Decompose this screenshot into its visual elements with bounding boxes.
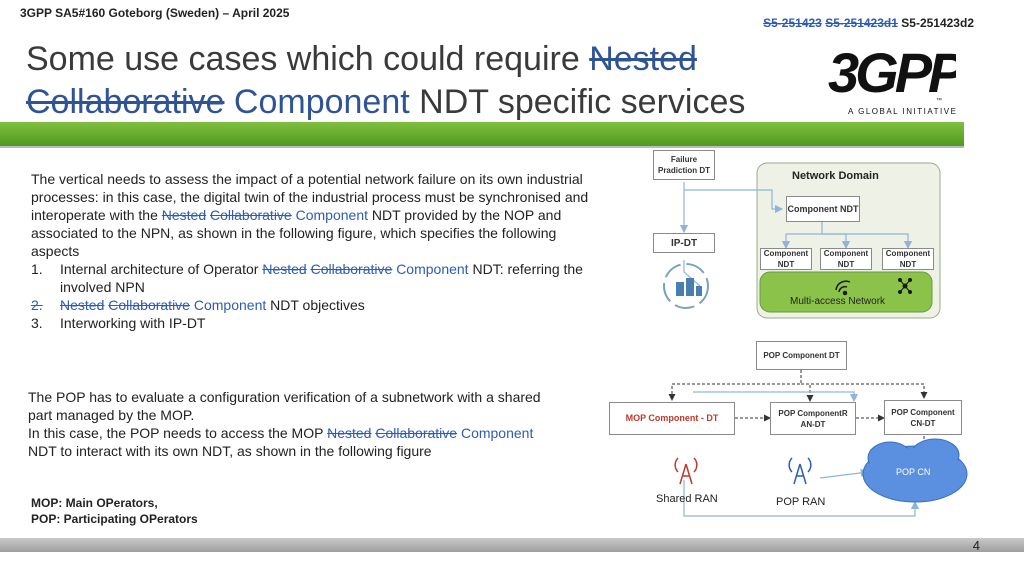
slide-title: Some use cases which could require Neste…	[26, 40, 746, 121]
pop-cn-label: POP CN	[896, 467, 931, 477]
shared-ran-label: Shared RAN	[656, 493, 718, 505]
component-ndt-1: Component NDT	[760, 248, 812, 270]
document-ids: S5-251423 S5-251423d1 S5-251423d2	[763, 16, 974, 30]
mop-component-dt-box: MOP Component - DT	[609, 402, 735, 435]
footer-bar	[0, 538, 1024, 552]
network-domain-label: Network Domain	[792, 170, 879, 182]
list-item: 2.Nested Collaborative Component NDT obj…	[31, 297, 365, 313]
failure-prediction-dt-box: Failure Pradiction DT	[653, 150, 715, 180]
list-item: 3.Interworking with IP-DT	[31, 315, 206, 331]
use-case-1-text: The vertical needs to assess the impact …	[31, 170, 601, 332]
pop-cn-cloud	[862, 438, 968, 503]
pop-component-cn-dt-box: POP Component CN-DT	[884, 400, 962, 435]
abbreviations-note: MOP: Main OPerators, POP: Participating …	[31, 496, 198, 526]
network-nodes-icon	[898, 278, 912, 294]
use-case-2-text: The POP has to evaluate a configuration …	[28, 389, 541, 459]
3gpp-logo: 3GPP A GLOBAL INITIATIVE ™	[826, 34, 970, 124]
3gpp-logo-icon: 3GPP A GLOBAL INITIATIVE ™	[828, 41, 970, 116]
shared-ran-antenna-icon	[674, 457, 698, 485]
pop-ran-label: POP RAN	[776, 496, 826, 508]
component-ndt-3: Component NDT	[882, 248, 934, 270]
doc-id-current: S5-251423d2	[901, 16, 974, 30]
doc-id-old-2: S5-251423d1	[825, 16, 898, 30]
title-underline-bar	[0, 122, 964, 148]
logo-tagline: A GLOBAL INITIATIVE	[848, 107, 956, 116]
pop-ran-antenna-icon	[788, 457, 812, 485]
pop-component-ran-dt-box: POP ComponentR AN-DT	[770, 402, 856, 435]
wireless-icon	[835, 280, 851, 296]
component-ndt-2: Component NDT	[820, 248, 872, 270]
meeting-header: 3GPP SA5#160 Goteborg (Sweden) – April 2…	[20, 6, 290, 20]
list-item: 1.Internal architecture of Operator Nest…	[31, 261, 583, 295]
page-number: 4	[972, 538, 980, 553]
logo-glyphs: 3GPP	[828, 41, 956, 104]
industrial-process-icon	[663, 263, 709, 309]
ip-dt-box: IP-DT	[653, 233, 715, 253]
doc-id-old-1: S5-251423	[763, 16, 822, 30]
pop-component-dt-box: POP Component DT	[756, 341, 847, 370]
svg-text:™: ™	[936, 97, 942, 104]
aspects-list: 1.Internal architecture of Operator Nest…	[31, 260, 601, 332]
multi-access-network-label: Multi-access Network	[790, 296, 886, 307]
component-ndt-top: Component NDT	[786, 196, 860, 222]
